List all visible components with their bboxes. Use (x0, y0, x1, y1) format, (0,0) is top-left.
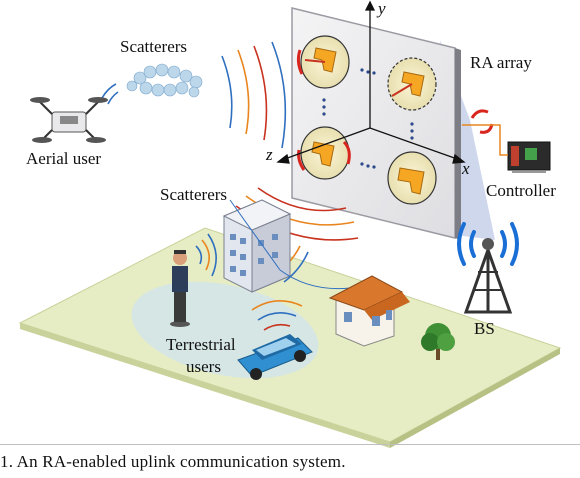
bs-signal-icon (457, 222, 519, 266)
reflection-path-house (279, 269, 351, 290)
controller-board (507, 141, 551, 173)
ra-element-top-left (296, 35, 350, 89)
vehicle-user-icon (237, 334, 313, 380)
axis-label-z: z (265, 145, 273, 164)
pedestrian-user-icon (170, 250, 190, 327)
controller-link (462, 124, 508, 156)
axis-label-x: x (461, 159, 470, 178)
label-scatterers-top: Scatterers (120, 37, 187, 56)
label-aerial-user: Aerial user (26, 149, 101, 168)
figure-caption: 1. An RA-enabled uplink communication sy… (0, 452, 346, 471)
house (328, 275, 410, 347)
ground-plane-edge-right (390, 348, 560, 448)
ra-array-ellipsis (322, 68, 414, 169)
base-station-tower-icon (463, 238, 513, 314)
label-bs: BS (474, 319, 495, 338)
axis-label-y: y (376, 0, 386, 18)
label-terrestrial-line2: users (186, 357, 221, 376)
scatterers-cloud (126, 63, 203, 98)
coordinate-axes (276, 0, 466, 164)
aerial-waves (101, 41, 287, 149)
reflection-path (229, 199, 281, 271)
vehicle-waves (251, 300, 303, 331)
ground-plane-edge (20, 323, 390, 448)
label-scatterers-mid: Scatterers (160, 185, 227, 204)
ra-element-bottom-right (387, 151, 437, 205)
tree-icon (421, 323, 455, 360)
aerial-user-drone-icon (30, 97, 108, 143)
caption-divider (0, 444, 580, 445)
pedestrian-waves (195, 233, 217, 277)
office-building (222, 199, 292, 293)
label-controller: Controller (486, 181, 556, 200)
ra-element-top-right (387, 57, 437, 111)
rotation-arrows-icon (470, 109, 494, 134)
label-ra-array: RA array (470, 53, 532, 72)
label-terrestrial-line1: Terrestrial (166, 335, 236, 354)
